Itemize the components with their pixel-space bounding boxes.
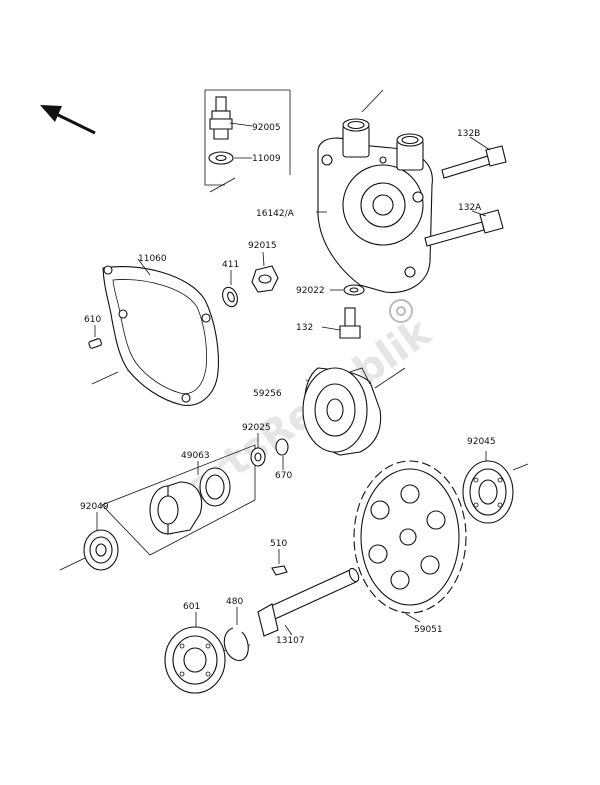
label-132b: 132B	[457, 129, 480, 139]
label-16142a: 16142/A	[256, 209, 295, 219]
label-59051: 59051	[414, 625, 443, 635]
part-59256-impeller-housing	[302, 367, 406, 456]
label-59256: 59256	[253, 389, 282, 399]
label-92022: 92022	[296, 286, 325, 296]
label-49063: 49063	[181, 451, 210, 461]
part-480-circlip	[223, 607, 249, 661]
label-132a: 132A	[458, 203, 482, 213]
label-610: 610	[84, 315, 101, 325]
part-49063-mechanical-seal	[101, 444, 256, 556]
label-11060: 11060	[138, 254, 167, 264]
label-92015: 92015	[248, 241, 277, 251]
part-92025-washer	[250, 433, 266, 467]
label-411: 411	[222, 260, 239, 270]
part-411-washer	[222, 270, 238, 308]
part-92005-bleed-bolt	[204, 89, 291, 186]
part-11009-washer	[208, 151, 252, 165]
label-480: 480	[226, 597, 243, 607]
part-92045-bearing	[462, 451, 529, 524]
label-92045: 92045	[467, 437, 496, 447]
part-59051-pump-gear	[353, 460, 467, 623]
part-132a-bolt	[424, 209, 504, 247]
part-132-bolt	[321, 307, 361, 339]
label-670: 670	[275, 471, 292, 481]
part-16142a-pump-cover	[316, 89, 433, 294]
part-610-dowel-pin	[88, 325, 102, 349]
part-510-woodruff-key	[271, 549, 288, 576]
label-510: 510	[270, 539, 287, 549]
label-13107: 13107	[276, 636, 305, 646]
part-132b-bolt	[441, 136, 507, 179]
part-92049-bearing	[59, 512, 119, 571]
label-11009: 11009	[252, 154, 281, 164]
front-direction-arrow-icon	[40, 105, 96, 135]
label-132: 132	[296, 323, 313, 333]
label-92025: 92025	[242, 423, 271, 433]
watermark-gear-icon	[389, 299, 413, 323]
label-92005: 92005	[252, 123, 281, 133]
label-601: 601	[183, 602, 200, 612]
part-92015-nut	[251, 251, 279, 293]
part-670-o-ring	[275, 438, 289, 470]
part-92022-washer	[330, 284, 365, 296]
label-92049: 92049	[80, 502, 109, 512]
part-11060-gasket	[91, 258, 219, 406]
part-13107-impeller-shaft	[257, 567, 360, 637]
